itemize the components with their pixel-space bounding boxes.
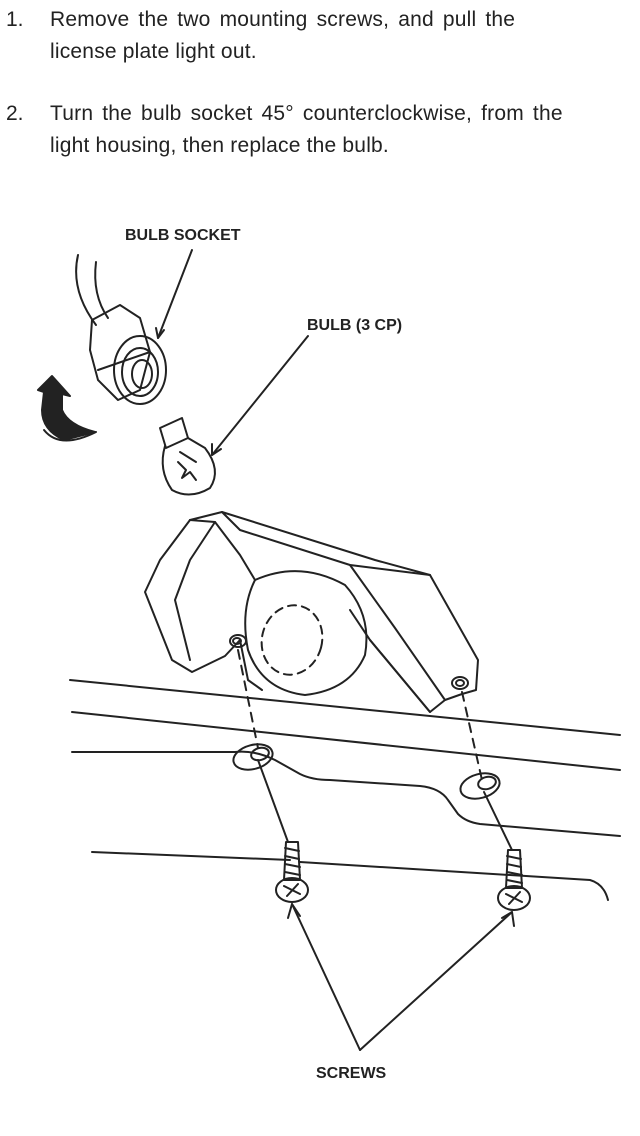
screw-left bbox=[275, 841, 309, 903]
screws-leaders bbox=[287, 903, 515, 1051]
screw-guide-lines bbox=[257, 759, 513, 851]
step-1-text: Remove the two mounting screws, and pull… bbox=[50, 4, 630, 68]
label-bulb-socket: BULB SOCKET bbox=[125, 227, 241, 244]
bulb bbox=[159, 417, 216, 496]
bulb-socket bbox=[75, 254, 167, 405]
alignment-lines bbox=[237, 649, 483, 781]
step-1-line-1: Remove the two mounting screws, and pull… bbox=[50, 8, 516, 31]
step-2-number: 2. bbox=[6, 102, 24, 125]
screw-right bbox=[497, 849, 531, 911]
step-1-number: 1. bbox=[6, 8, 24, 31]
step-2-line-2: light housing, then replace the bulb. bbox=[50, 134, 389, 157]
step-1-line-2: license plate light out. bbox=[50, 40, 257, 63]
step-2-text: Turn the bulb socket 45° counterclockwis… bbox=[50, 98, 630, 162]
step-2-line-1: Turn the bulb socket 45° counterclockwis… bbox=[50, 102, 563, 125]
light-housing bbox=[144, 511, 479, 713]
label-leaders bbox=[155, 249, 309, 456]
panel-hole-right bbox=[459, 772, 501, 800]
label-bulb: BULB (3 CP) bbox=[307, 317, 402, 334]
label-screws: SCREWS bbox=[316, 1065, 387, 1082]
counterclockwise-arrow-icon bbox=[37, 375, 97, 442]
body-panel bbox=[69, 679, 621, 901]
